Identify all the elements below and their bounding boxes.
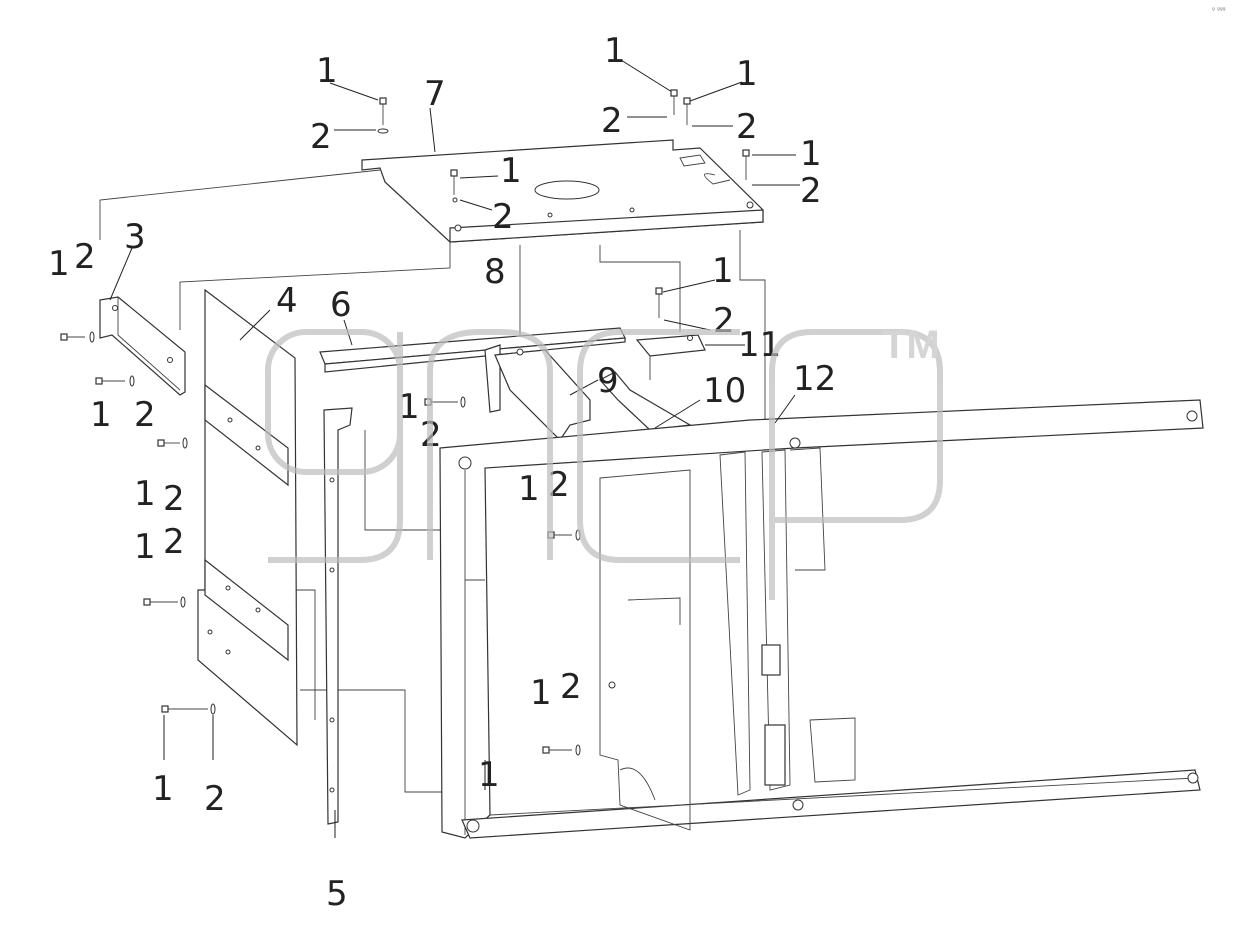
callout-label: 2 — [560, 667, 582, 707]
callout-label: 9 — [597, 361, 619, 401]
corner-mark: ᵍ ᵍᵍᵍ — [1212, 6, 1226, 14]
watermark-trademark: TM — [882, 323, 940, 367]
main-frame — [439, 399, 1204, 839]
callout-label: 2 — [74, 237, 96, 277]
callout-label: 2 — [310, 117, 332, 157]
callout-label: 10 — [703, 371, 746, 411]
callout-label: 2 — [163, 479, 185, 519]
callout-label: 12 — [793, 359, 836, 399]
callout-label: 1 — [316, 51, 338, 91]
side-panel-part-4 — [197, 288, 298, 747]
callout-label: 1 — [500, 151, 522, 191]
callout-label: 1 — [134, 474, 156, 514]
callout-label: 6 — [330, 285, 352, 325]
callout-label: 1 — [90, 395, 112, 435]
callout-label: 2 — [492, 197, 514, 237]
callout-label: 1 — [712, 251, 734, 291]
callout-label: 1 — [800, 134, 822, 174]
callout-label: 2 — [548, 465, 570, 505]
bracket-part-8 — [484, 344, 501, 413]
callout-label: 3 — [124, 217, 146, 257]
callout-label: 2 — [601, 101, 623, 141]
callout-label: 1 — [152, 769, 174, 809]
watermark-logo: TM — [265, 323, 943, 600]
callout-label: 1 — [134, 527, 156, 567]
callout-label: 5 — [326, 874, 348, 914]
callout-label: 1 — [604, 31, 626, 71]
callout-label: 1 — [736, 54, 758, 94]
callout-label: 1 — [518, 469, 540, 509]
callout-label: 8 — [484, 252, 506, 292]
bracket-part-3 — [99, 296, 186, 396]
vertical-strip-part-5 — [323, 407, 353, 825]
callout-label: 1 — [478, 755, 500, 795]
bracket-part-11 — [635, 334, 706, 380]
callout-label: 2 — [163, 522, 185, 562]
callout-label: 1 — [530, 673, 552, 713]
bracket-part-9 — [494, 348, 591, 441]
callout-label: 2 — [134, 395, 156, 435]
inner-panel — [599, 469, 691, 831]
callout-label: 4 — [276, 281, 298, 321]
callout-label: 2 — [800, 171, 822, 211]
callout-label: 1 — [48, 244, 70, 284]
callout-label: 2 — [736, 107, 758, 147]
callout-label: 1 — [398, 387, 420, 427]
top-plate-part-7 — [361, 139, 764, 243]
leader-lines — [109, 59, 800, 838]
callout-label: 2 — [204, 779, 226, 819]
fasteners — [60, 89, 750, 756]
callout-label: 7 — [424, 74, 446, 114]
